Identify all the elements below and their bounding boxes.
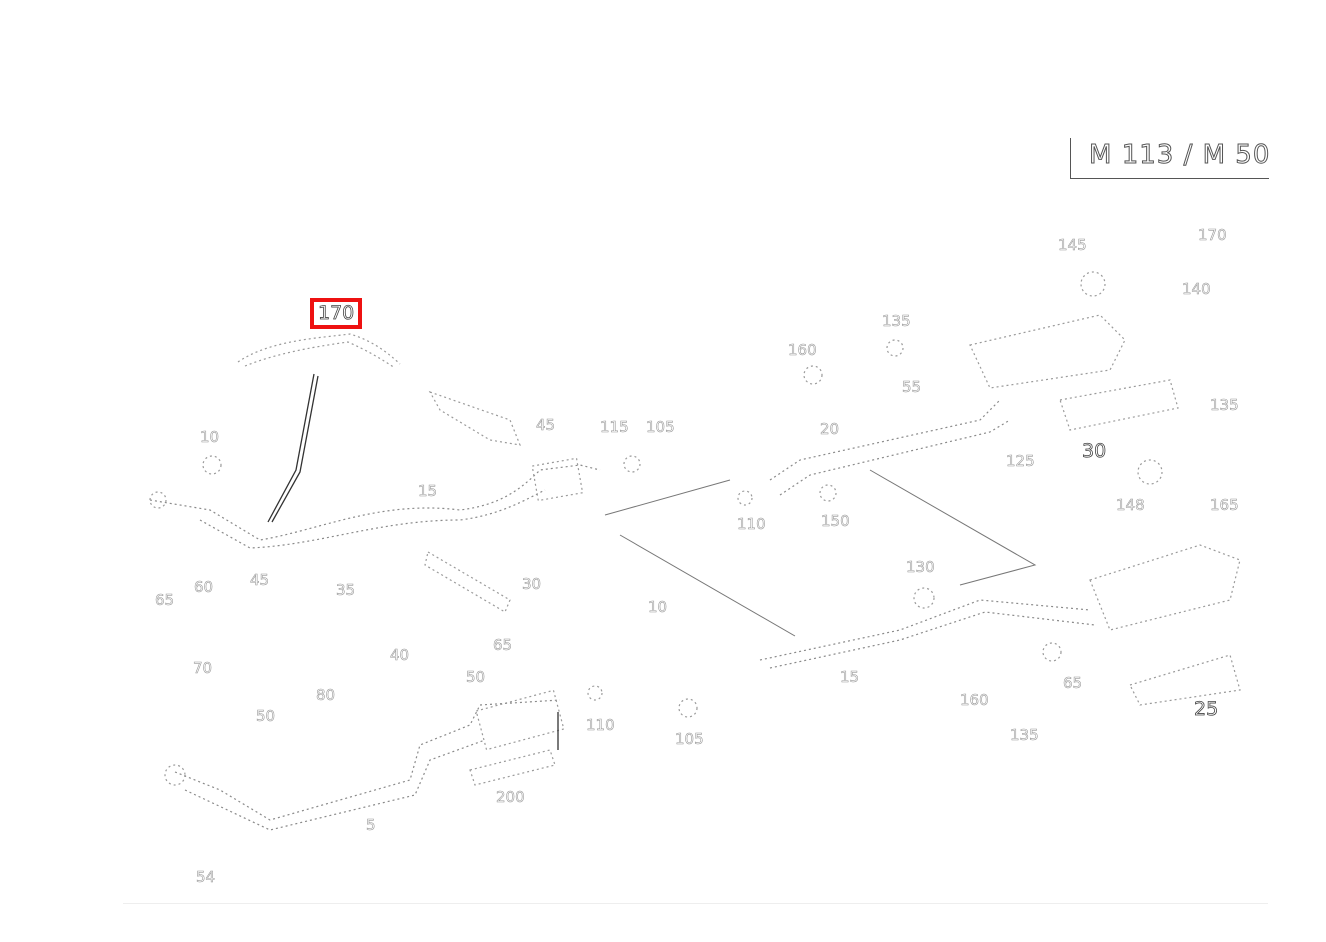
callout-105[interactable]: 105 [646,418,675,436]
callout-110[interactable]: 110 [737,515,766,533]
callout-105[interactable]: 105 [675,730,704,748]
callout-70[interactable]: 70 [193,659,213,677]
callout-170[interactable]: 170 [1198,226,1227,244]
callout-10[interactable]: 10 [648,598,668,616]
callout-148[interactable]: 148 [1116,496,1145,514]
callout-60[interactable]: 60 [194,578,214,596]
callout-55[interactable]: 55 [902,378,922,396]
callout-54[interactable]: 54 [196,868,216,886]
callout-135[interactable]: 135 [1010,726,1039,744]
callout-45[interactable]: 45 [250,571,270,589]
front-pipe-15 [149,464,601,541]
heat-shield-30 [1059,379,1179,431]
callout-110[interactable]: 110 [586,716,615,734]
footer-divider [123,903,1268,904]
callout-150[interactable]: 150 [821,512,850,530]
main-pipe-15 [759,599,1091,661]
callout-170-highlighted[interactable]: 170 [310,298,363,329]
engine-model-title: M 113 / M 50 [1088,140,1271,171]
bracket-200 [469,749,556,786]
callout-200[interactable]: 200 [496,788,525,806]
callout-160[interactable]: 160 [960,691,989,709]
callout-15[interactable]: 15 [418,482,438,500]
callout-65[interactable]: 65 [493,636,513,654]
callout-25[interactable]: 25 [1194,698,1219,720]
callout-40[interactable]: 40 [390,646,410,664]
front-pipe-5 [174,699,561,821]
callout-10[interactable]: 10 [200,428,220,446]
callout-135[interactable]: 135 [882,312,911,330]
callout-35[interactable]: 35 [336,581,356,599]
engine-model-title-box: M 113 / M 50 [1070,138,1271,179]
callout-50[interactable]: 50 [256,707,276,725]
callout-5[interactable]: 5 [366,816,376,834]
callout-160[interactable]: 160 [788,341,817,359]
rear-muffler-lower [1089,544,1241,631]
callout-50[interactable]: 50 [466,668,486,686]
callout-145[interactable]: 145 [1058,236,1087,254]
callout-165[interactable]: 165 [1210,496,1239,514]
callout-15[interactable]: 15 [840,668,860,686]
callout-115[interactable]: 115 [600,418,629,436]
callout-45[interactable]: 45 [536,416,556,434]
catalytic-converter [475,689,565,751]
callout-20[interactable]: 20 [820,420,840,438]
heat-shield-25 [1129,654,1241,706]
bracket-30 [424,551,511,613]
callout-130[interactable]: 130 [906,558,935,576]
callout-140[interactable]: 140 [1182,280,1211,298]
callout-30[interactable]: 30 [1082,440,1107,462]
callout-125[interactable]: 125 [1006,452,1035,470]
middle-pipe-20 [769,399,1001,481]
callout-65[interactable]: 65 [155,591,175,609]
callout-30[interactable]: 30 [522,575,542,593]
callout-65[interactable]: 65 [1063,674,1083,692]
rear-muffler-upper [969,314,1126,389]
callout-80[interactable]: 80 [316,686,336,704]
part-170-pointer [267,373,315,523]
bracket-45 [428,390,521,446]
part-170-shield [237,333,401,365]
callout-135[interactable]: 135 [1210,396,1239,414]
reference-lines [604,469,1037,637]
